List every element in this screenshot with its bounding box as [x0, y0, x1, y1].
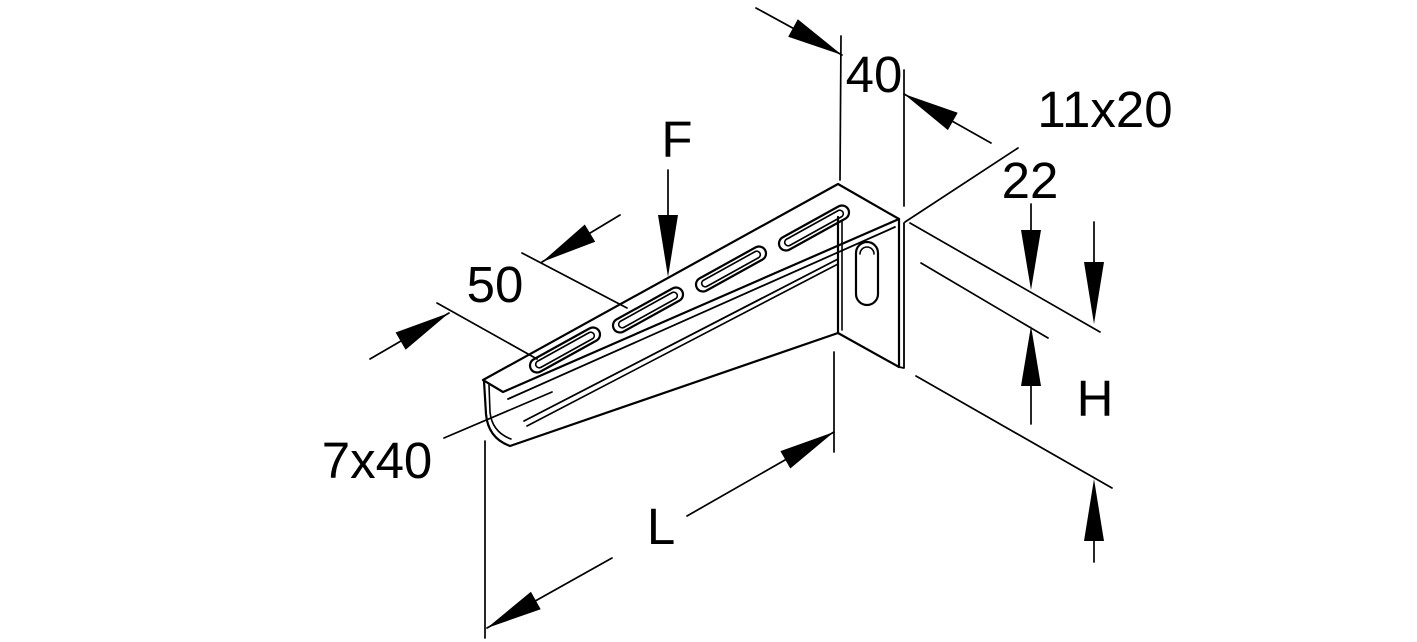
web-lip-fold-line — [523, 258, 839, 422]
arrowhead-l-left — [487, 591, 541, 628]
label-arm-length: L — [647, 498, 675, 555]
top-flange-face — [481, 182, 901, 394]
arrowhead-50-lower — [395, 313, 449, 350]
head-plate-slot-inner-arc — [859, 246, 875, 255]
web-outline — [482, 331, 840, 448]
head-plate-right-edge-thickness — [898, 222, 905, 369]
ext-line-50-right — [521, 252, 628, 309]
ext-line-40-left — [839, 35, 842, 181]
arrowhead-22-down — [1021, 230, 1041, 290]
label-arm-slot: 7x40 — [322, 432, 433, 489]
label-force: F — [661, 111, 692, 168]
arrowhead-22-up — [1021, 326, 1041, 386]
label-plate-height: H — [1077, 370, 1114, 427]
web-lip-fold-line-inner — [526, 263, 839, 427]
label-slot-pitch: 50 — [467, 256, 524, 313]
arrowhead-h-down — [1084, 262, 1104, 324]
ext-line-22-top — [909, 222, 1101, 333]
dimension-labels: F 40 11x20 22 50 7x40 L H — [322, 46, 1173, 555]
arrowhead-force — [658, 215, 678, 277]
label-flange-width: 40 — [846, 46, 903, 103]
web-corner-inner-arc — [488, 384, 512, 440]
arrowheads — [395, 19, 1104, 628]
arm-slot-2 — [611, 286, 685, 334]
leader-line-7x40 — [443, 391, 553, 439]
label-head-plate-slot: 11x20 — [1037, 81, 1172, 138]
arrowhead-l-right — [780, 432, 834, 469]
arm-slot-1 — [528, 326, 602, 374]
near-edge-fold-line — [507, 226, 896, 400]
bracket-body — [481, 182, 905, 448]
arm-slot-3 — [694, 245, 768, 293]
ext-line-22-bottom — [920, 262, 1049, 339]
ext-line-plate-bottom — [915, 375, 1113, 489]
leader-line-11x20 — [904, 147, 1019, 223]
arrowhead-40-right — [904, 94, 958, 131]
head-plate-bottom-edge — [836, 331, 901, 369]
head-plate-slot-outline — [854, 240, 880, 307]
dimension-lines — [369, 7, 1113, 639]
ext-line-50-left — [436, 302, 538, 360]
arm-slot-4 — [777, 204, 851, 252]
label-slot-top-offset: 22 — [1002, 152, 1059, 209]
arrowhead-40-left — [788, 19, 842, 55]
arrowhead-50-upper — [542, 224, 596, 262]
arrowhead-h-up — [1084, 479, 1104, 541]
